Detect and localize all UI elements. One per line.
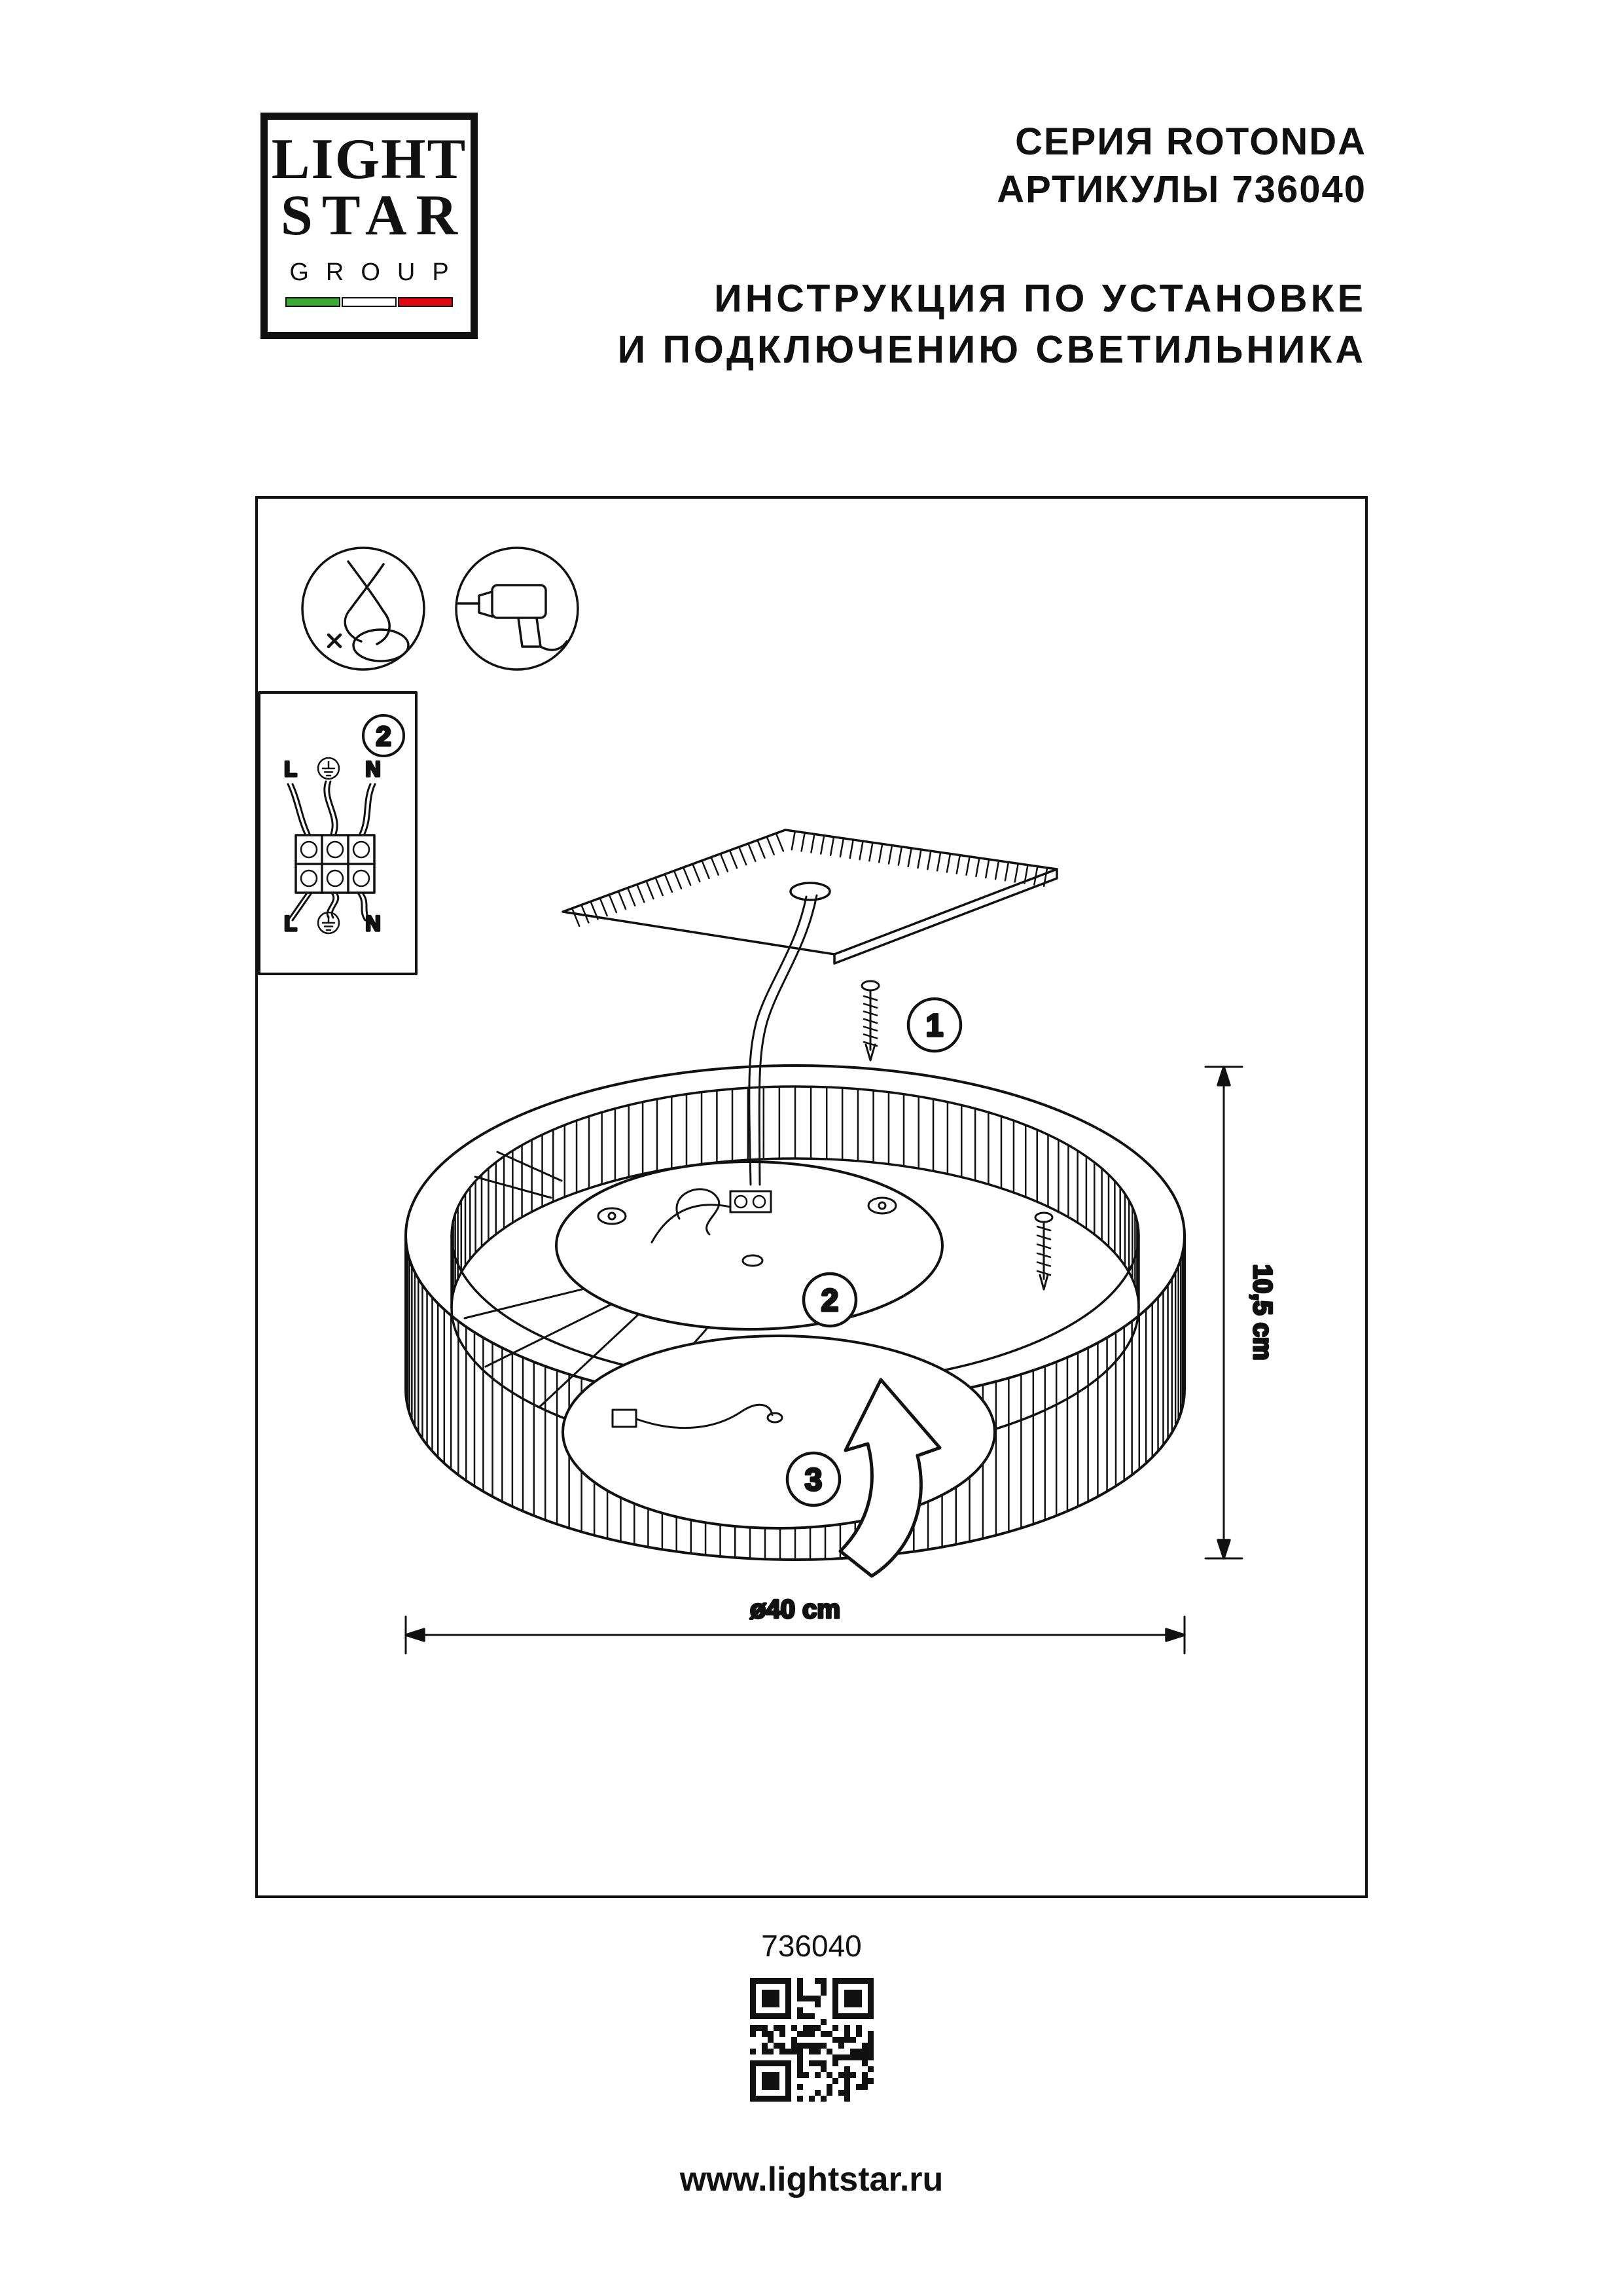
wire-cutter-icon bbox=[301, 547, 425, 671]
article-title: АРТИКУЛЫ 736040 bbox=[997, 168, 1366, 211]
step-3-badge: 3 bbox=[785, 1451, 842, 1507]
wire-label-l-bottom: L bbox=[284, 912, 297, 935]
diagram-frame: L N L N bbox=[255, 496, 1368, 1898]
svg-text:1: 1 bbox=[926, 1009, 944, 1043]
wire-label-n-top: N bbox=[365, 757, 380, 781]
earth-icon bbox=[317, 911, 340, 935]
wiring-step-badge: 2 bbox=[362, 714, 405, 757]
height-dimension: 10,5 cm bbox=[1204, 1066, 1278, 1560]
diameter-label: ø40 cm bbox=[750, 1595, 840, 1624]
step-1-badge: 1 bbox=[906, 997, 963, 1053]
ring-bottom-edge bbox=[404, 1388, 1186, 1561]
flag-white bbox=[342, 297, 397, 308]
height-label: 10,5 cm bbox=[1248, 1265, 1277, 1361]
flag-red bbox=[398, 297, 453, 308]
website-url: www.lightstar.ru bbox=[679, 2161, 944, 2198]
logo-light-text: LIGHT bbox=[271, 128, 467, 191]
instruction-title: ИНСТРУКЦИЯ ПО УСТАНОВКЕ И ПОДКЛЮЧЕНИЮ СВ… bbox=[618, 274, 1366, 376]
document-header: СЕРИЯ ROTONDA АРТИКУЛЫ 736040 ИНСТРУКЦИЯ… bbox=[618, 118, 1366, 376]
plate-wires bbox=[675, 1188, 721, 1236]
wire-label-n-bottom: N bbox=[365, 912, 380, 935]
step-2-badge: 2 bbox=[802, 1272, 858, 1328]
flag-green bbox=[285, 297, 340, 308]
bottom-cover bbox=[562, 1335, 996, 1530]
logo-group-text: GROUP bbox=[289, 259, 466, 287]
plate-terminal bbox=[729, 1190, 772, 1213]
screw-icon bbox=[1034, 1211, 1054, 1291]
instruction-title-line2: И ПОДКЛЮЧЕНИЮ СВЕТИЛЬНИКА bbox=[617, 328, 1366, 372]
diameter-dimension: ø40 cm bbox=[404, 1594, 1186, 1655]
wiring-diagram: L N L N bbox=[258, 691, 418, 975]
rotate-up-arrow bbox=[838, 1378, 942, 1578]
wire-label-l-top: L bbox=[284, 757, 297, 781]
cover-clip bbox=[611, 1408, 637, 1428]
ring-back-fluting bbox=[452, 1085, 1138, 1294]
installation-diagram: L N L N bbox=[258, 547, 1278, 1655]
instruction-title-line1: ИНСТРУКЦИЯ ПО УСТАНОВКЕ bbox=[714, 277, 1366, 321]
drill-icon bbox=[455, 547, 579, 671]
logo-star-text: STAR bbox=[280, 184, 467, 248]
series-title: СЕРИЯ ROTONDA bbox=[1015, 120, 1366, 163]
cover-wire bbox=[635, 1403, 774, 1429]
lightstar-logo: LIGHT STAR GROUP bbox=[260, 113, 478, 339]
qr-code bbox=[750, 1978, 874, 2102]
italian-flag-strip bbox=[268, 297, 471, 308]
mains-cable bbox=[748, 894, 818, 1186]
ceiling bbox=[562, 829, 1058, 965]
wires bbox=[287, 780, 376, 922]
earth-icon bbox=[317, 757, 340, 780]
footer-article-number: 736040 bbox=[761, 1929, 862, 1963]
screw-anchor-icon bbox=[861, 980, 880, 1062]
svg-text:2: 2 bbox=[821, 1283, 839, 1318]
svg-text:3: 3 bbox=[805, 1463, 823, 1498]
svg-text:2: 2 bbox=[376, 721, 391, 751]
